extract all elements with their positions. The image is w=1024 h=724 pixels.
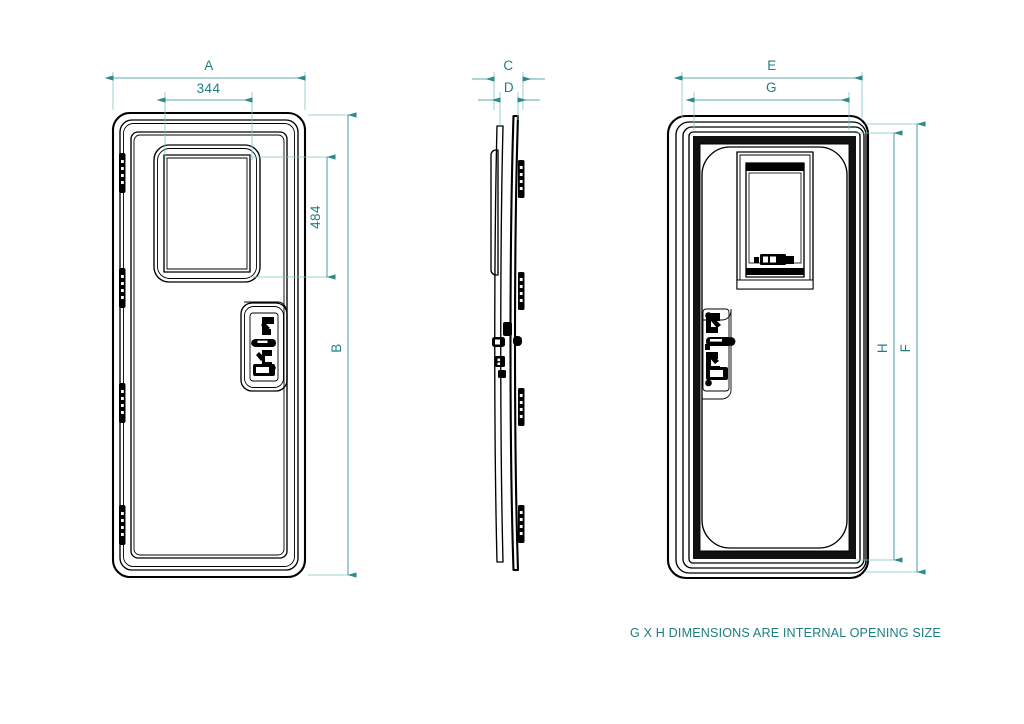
blind-gap — [748, 171, 802, 173]
interior-panel — [701, 146, 848, 549]
internal-opening-note: G X H DIMENSIONS ARE INTERNAL OPENING SI… — [630, 626, 941, 640]
blind-rail-bottom — [746, 268, 804, 275]
hinge — [518, 388, 525, 426]
hinge — [119, 268, 126, 308]
window-sill — [736, 279, 814, 290]
blind-cassette-top — [746, 163, 804, 171]
dim-label-F: F — [898, 344, 913, 353]
blind-latch — [754, 254, 794, 265]
lock-plate — [702, 308, 730, 392]
hinge-group — [119, 153, 126, 545]
lock-hardware-profile — [492, 322, 522, 378]
lock-plate — [249, 312, 279, 382]
dimensions-exterior: A 344 B 484 — [104, 58, 357, 578]
dim-label-G: G — [766, 80, 777, 95]
dim-label-B: B — [329, 343, 344, 352]
door-panel-recess-inner — [133, 134, 285, 556]
window-surround-inner — [157, 148, 257, 279]
window-surround — [153, 144, 261, 283]
window-blind-assembly — [736, 151, 814, 290]
lock-handle-mechanism — [251, 317, 276, 376]
frame-plate-2 — [682, 126, 865, 569]
hinge — [518, 160, 525, 198]
window-profile — [490, 149, 499, 276]
dimensions-interior: E G F H — [673, 58, 926, 575]
side-profile-view — [490, 114, 525, 572]
dim-label-H: H — [875, 343, 890, 353]
window-glass-frame — [163, 154, 251, 273]
hinge — [119, 153, 126, 193]
interior-door-view — [666, 114, 870, 580]
hinge — [518, 272, 525, 310]
lock-recess-inner — [244, 306, 284, 388]
dimensions-side: C D — [472, 58, 545, 125]
dim-label-484: 484 — [308, 205, 323, 229]
hinge-group-side — [518, 160, 525, 543]
window-glass — [748, 172, 802, 264]
hinge — [119, 505, 126, 545]
dim-label-D: D — [504, 80, 514, 95]
hinge — [518, 505, 525, 543]
panel-step-side — [702, 309, 732, 400]
dim-label-C: C — [503, 58, 513, 73]
door-frame-line-outer — [119, 119, 299, 571]
window-glass — [166, 157, 248, 270]
dim-label-A: A — [204, 58, 213, 73]
frame-plate-1 — [675, 121, 867, 574]
dim-label-344: 344 — [197, 81, 221, 96]
lock-recess-outer — [240, 302, 288, 392]
inner-frame-band-outer — [688, 131, 861, 564]
exterior-door-view — [111, 111, 307, 579]
lock-handle-mechanism — [702, 308, 736, 392]
door-frame-line-inner — [123, 123, 295, 567]
door-outer-shell — [111, 111, 307, 579]
dim-label-E: E — [767, 58, 776, 73]
hinge — [119, 383, 126, 423]
door-outer-shell — [666, 114, 870, 580]
inner-frame-band-inner — [699, 143, 850, 552]
